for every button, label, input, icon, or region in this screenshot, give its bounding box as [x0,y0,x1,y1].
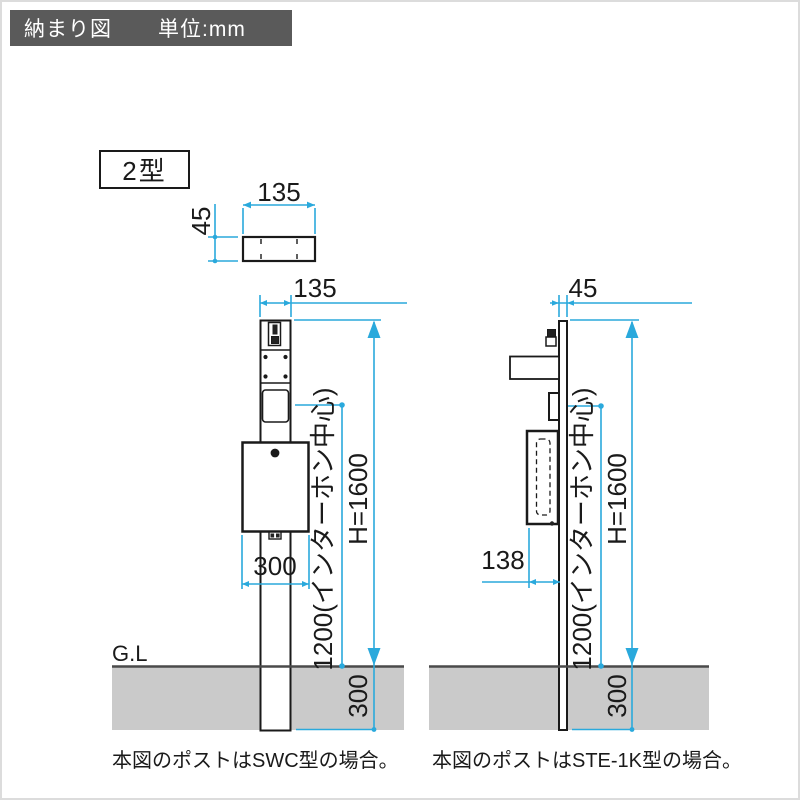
ground-level-label: G.L [112,641,148,666]
unit-label: 単位:mm [158,18,246,41]
dim-label-front-embed-depth: 300 [343,674,373,718]
type-badge-label: 2型 [122,156,167,186]
page-title: 納まり図 [24,18,112,41]
top-view-drawing [241,235,317,263]
mailbox-front [241,441,310,540]
caption-side-view: 本図のポストはSTE-1K型の場合。 [432,750,743,772]
mailbox-side [525,429,560,526]
ground-left [112,666,404,730]
front-view-drawing [241,319,310,732]
dim-label-side-mailbox-depth: 138 [481,545,525,575]
dim-label-side-height: H=1600 [602,453,632,545]
side-view-drawing [509,320,568,731]
plate-screws [263,354,288,379]
type-badge: 2型 [99,150,190,189]
dim-label-topview-height: 45 [186,206,216,236]
dim-label-front-intercom-center: 1200(インターホン中心) [308,387,338,671]
dim-label-front-mailbox-width: 300 [253,551,297,581]
dim-label-side-embed-depth: 300 [602,674,632,718]
dim-label-side-intercom-center: 1200(インターホン中心) [567,387,597,671]
dimension-lines [208,201,692,732]
dim-label-front-height: H=1600 [343,453,373,545]
header-bar: 納まり図 単位:mm [10,10,292,46]
dim-label-topview-width: 135 [257,177,301,207]
ground-right [429,666,709,730]
caption-front-view: 本図のポストはSWC型の場合。 [112,750,399,772]
dim-label-side-post-depth: 45 [568,273,598,303]
dim-label-front-post-width: 135 [293,273,337,303]
